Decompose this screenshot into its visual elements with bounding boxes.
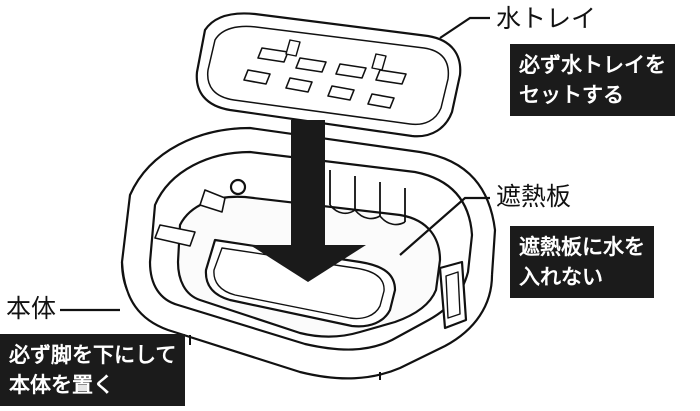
body-label: 本体 bbox=[6, 294, 57, 323]
water-tray-label: 水トレイ bbox=[496, 4, 597, 33]
insert-arrow-icon bbox=[250, 120, 366, 282]
heat-shield-note-line-2: 入れない bbox=[519, 265, 603, 289]
water-tray-note-line-2: セットする bbox=[519, 83, 624, 107]
heat-shield-label: 遮熱板 bbox=[496, 182, 572, 211]
leader-heat-shield bbox=[399, 196, 490, 256]
body-note: 必ず脚を下にして 本体を置く bbox=[0, 334, 186, 406]
body-note-line-1: 必ず脚を下にして bbox=[9, 343, 177, 367]
body-note-line-2: 本体を置く bbox=[9, 373, 114, 397]
heat-shield-note: 遮熱板に水を 入れない bbox=[510, 226, 654, 298]
heat-shield-note-line-1: 遮熱板に水を bbox=[519, 235, 645, 259]
leader-water-tray bbox=[439, 16, 490, 39]
leader-lines bbox=[60, 16, 490, 312]
water-tray-note: 必ず水トレイを セットする bbox=[510, 44, 675, 116]
water-tray-note-line-1: 必ず水トレイを bbox=[519, 53, 666, 77]
water-tray-drawing bbox=[195, 12, 462, 138]
